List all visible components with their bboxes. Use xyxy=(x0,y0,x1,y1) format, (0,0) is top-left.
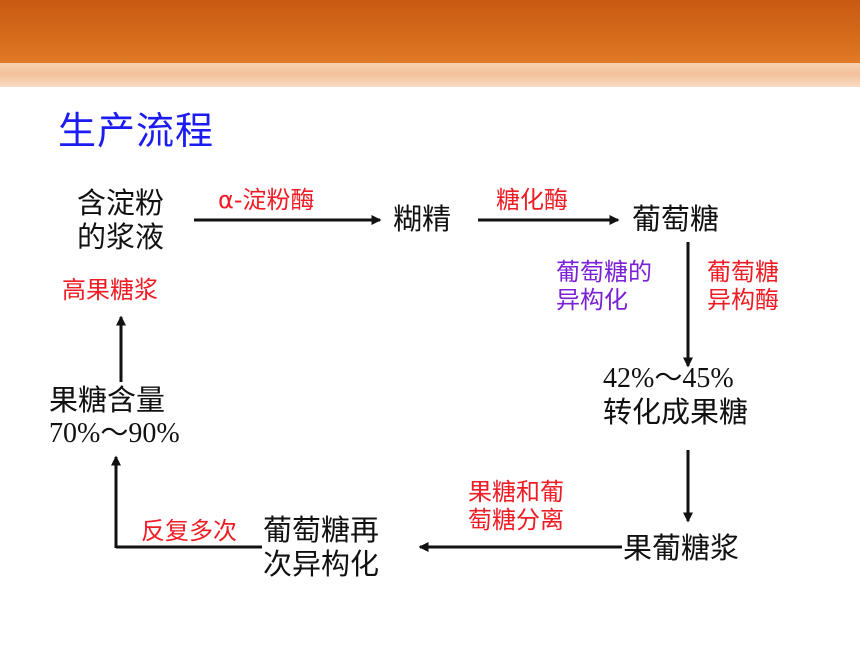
label-glucoamylase: 糖化酶 xyxy=(496,186,568,214)
page-title: 生产流程 xyxy=(58,109,215,153)
node-fructose-content: 果糖含量 70%～90% xyxy=(49,383,180,450)
node-dextrin: 糊精 xyxy=(393,202,452,236)
label-glucose-isomerization: 葡萄糖的 异构化 xyxy=(556,258,652,315)
header-band xyxy=(0,63,860,87)
label-alpha-amylase: α-淀粉酶 xyxy=(218,186,315,214)
node-starch-slurry: 含淀粉 的浆液 xyxy=(77,186,165,255)
label-hfcs: 高果糖浆 xyxy=(62,276,158,304)
node-fructose-conversion: 42%～45% 转化成果糖 xyxy=(603,363,749,430)
label-repeat: 反复多次 xyxy=(141,517,237,545)
label-separation: 果糖和葡 萄糖分离 xyxy=(468,478,564,535)
node-glucose-re-isomerization: 葡萄糖再 次异构化 xyxy=(263,513,380,582)
label-glucose-isomerase: 葡萄糖 异构酶 xyxy=(707,258,779,315)
node-fructose-glucose-syrup: 果葡糖浆 xyxy=(623,531,740,565)
node-glucose: 葡萄糖 xyxy=(632,202,720,236)
header-bar xyxy=(0,0,860,63)
